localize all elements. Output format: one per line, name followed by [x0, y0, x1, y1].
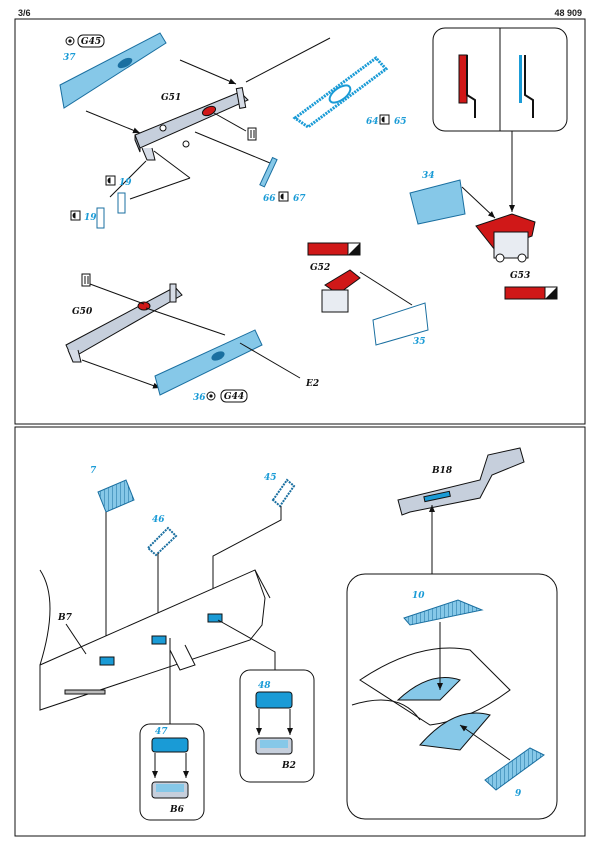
- label-b7: B7: [57, 613, 73, 623]
- page-number: 3/6: [18, 8, 31, 18]
- label-66: 66: [263, 194, 276, 204]
- detail-inset-b6: [139, 723, 205, 821]
- pe-part-19-a: [117, 192, 126, 214]
- label-36: 36: [193, 393, 206, 403]
- label-19-b: 19: [84, 213, 97, 223]
- left-right-symbol: [278, 191, 289, 202]
- part-g53: [475, 213, 536, 263]
- label-g51: G51: [161, 93, 181, 103]
- label-g45: G45: [81, 37, 101, 47]
- detail-inset-b2: [239, 669, 315, 783]
- part-b18: [397, 447, 525, 516]
- label-48: 48: [258, 681, 271, 691]
- part-g50: [65, 283, 183, 363]
- paint-swatch-red-g53: [504, 286, 558, 300]
- pe-part-19-b: [96, 207, 105, 229]
- label-7: 7: [90, 466, 97, 476]
- pe-part-37: [59, 32, 167, 109]
- label-45: 45: [264, 473, 277, 483]
- paint-swatch-red-g52: [307, 242, 361, 256]
- bottom-panel-frame: [14, 426, 586, 837]
- label-g44: G44: [224, 392, 244, 402]
- pe-part-35: [372, 302, 429, 346]
- label-b6: B6: [169, 805, 185, 815]
- top-panel-frame: [14, 18, 586, 425]
- label-g52: G52: [310, 263, 330, 273]
- photoetch-symbol: [206, 391, 216, 401]
- label-64: 64: [366, 117, 379, 127]
- label-g53: G53: [510, 271, 530, 281]
- left-right-symbol: [70, 210, 81, 221]
- label-g50: G50: [72, 307, 93, 317]
- label-b18: B18: [431, 466, 453, 476]
- fuselage-b7: [39, 569, 271, 711]
- label-37: 37: [63, 53, 76, 63]
- detail-inset-pedal: [432, 27, 568, 132]
- label-9: 9: [515, 789, 522, 799]
- label-34: 34: [422, 171, 435, 181]
- pe-part-64-65: [292, 55, 389, 129]
- label-10: 10: [412, 591, 425, 601]
- part-g52: [321, 269, 361, 313]
- detail-inset-intake: [346, 573, 558, 820]
- label-46: 46: [152, 515, 165, 525]
- pe-part-46: [146, 526, 178, 557]
- label-19-a: 19: [119, 178, 132, 188]
- pe-part-45: [271, 478, 296, 508]
- pe-part-34: [409, 179, 466, 225]
- left-right-symbol: [105, 175, 116, 186]
- pe-part-7: [97, 479, 135, 513]
- label-b2: B2: [281, 761, 296, 771]
- product-code: 48 909: [554, 8, 582, 18]
- pe-part-66-67: [259, 156, 278, 188]
- label-65: 65: [394, 117, 407, 127]
- label-e2: E2: [305, 379, 319, 389]
- pe-part-36: [154, 329, 263, 396]
- left-right-symbol: [379, 114, 390, 125]
- label-67: 67: [293, 194, 306, 204]
- label-47: 47: [155, 727, 168, 737]
- photoetch-symbol: [65, 36, 75, 46]
- pe-part-9: [484, 747, 545, 791]
- label-35: 35: [413, 337, 426, 347]
- pe-part-10: [403, 599, 484, 626]
- part-g51: [134, 87, 249, 161]
